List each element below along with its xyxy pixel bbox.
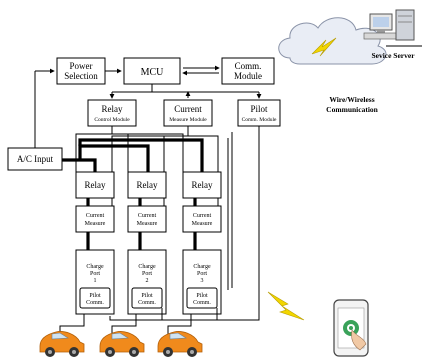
pilot-comm-box-1 xyxy=(79,287,111,309)
comm-module-box xyxy=(221,57,275,85)
channel-1: Relay Current Measure Charge Port 1 Pilo… xyxy=(75,171,115,315)
charge-port-label-1b: Port xyxy=(90,271,100,277)
current-measure-module-label-2: Measure Module xyxy=(169,117,207,123)
pilot-comm-label-1a: Pilot xyxy=(89,293,101,299)
charge-port-label-3c: 3 xyxy=(201,278,204,284)
power-selection-label-1: Power xyxy=(70,61,93,71)
pilot-comm-label-1b: Comm. xyxy=(86,300,104,306)
current-measure-box-1 xyxy=(75,205,115,233)
relay-ctrl-line-1 xyxy=(75,126,113,186)
power-bus-2 xyxy=(78,144,150,172)
car-icon xyxy=(99,331,145,357)
computer-icon xyxy=(363,13,397,40)
relay-label-3: Relay xyxy=(192,180,213,190)
charge-port-label-3a: Charge xyxy=(193,264,211,270)
smartphone-icon xyxy=(333,299,369,357)
charge-port-label-2b: Port xyxy=(142,271,152,277)
relay-box-3 xyxy=(182,171,222,199)
pilot-comm-label-3b: Comm. xyxy=(193,300,211,306)
channel-3: Relay Current Measure Charge Port 3 Pilo… xyxy=(182,171,222,315)
charge-port-label-2c: 2 xyxy=(146,278,149,284)
pilot-bottom-bus xyxy=(109,316,260,321)
comm-module-label-2: Module xyxy=(234,71,262,81)
mcu-label: MCU xyxy=(141,67,165,78)
cable-3 xyxy=(167,314,192,334)
comm-module-label-1: Comm. xyxy=(235,61,262,71)
relay-ctrl-line-3 xyxy=(128,133,184,178)
current-measure-label-2a: Current xyxy=(138,213,157,219)
pilot-comm-label-2a: Pilot xyxy=(141,293,153,299)
wire-wireless-label-line1: Wire/Wireless xyxy=(329,95,374,104)
channel-2: Relay Current Measure Charge Port 2 Pilo… xyxy=(127,171,167,315)
current-measure-box-3 xyxy=(182,205,222,233)
current-measure-label-2b: Measure xyxy=(137,221,158,227)
current-measure-label-3a: Current xyxy=(193,213,212,219)
relay-box-1 xyxy=(75,171,115,199)
relay-box-2 xyxy=(127,171,167,199)
charge-port-label-1c: 1 xyxy=(94,278,97,284)
charge-port-label-1a: Charge xyxy=(86,264,104,270)
relay-control-module-box xyxy=(87,99,137,127)
cable-2 xyxy=(111,314,137,334)
pilot-comm-label-1: Pilot xyxy=(250,104,268,114)
power-bus-1 xyxy=(62,158,97,172)
power-bus-3 xyxy=(78,138,204,172)
ac-input-label: A/C Input xyxy=(17,154,54,164)
cable-1 xyxy=(59,314,85,334)
car-icon xyxy=(39,331,85,357)
relay-control-label-1: Relay xyxy=(102,104,123,114)
power-selection-box xyxy=(56,57,106,85)
relay-label-1: Relay xyxy=(85,180,106,190)
pilot-comm-label-3a: Pilot xyxy=(196,293,208,299)
current-measure-module-box xyxy=(163,99,213,127)
power-selection-label-2: Selection xyxy=(64,71,98,81)
relay-label-2: Relay xyxy=(137,180,158,190)
wire-wireless-label-line2: Communication xyxy=(326,105,378,114)
current-measure-box-2 xyxy=(127,205,167,233)
car-icon xyxy=(157,331,203,357)
pilot-comm-module-box xyxy=(237,99,281,127)
current-measure-module-label-1: Current xyxy=(174,104,202,114)
service-server-label: Sevice Server xyxy=(371,51,415,60)
pilot-comm-label-2: Comm. Module xyxy=(242,117,277,123)
relay-control-label-2: Control Module xyxy=(94,117,130,123)
current-measure-label-1a: Current xyxy=(86,213,105,219)
pilot-comm-box-2 xyxy=(131,287,163,309)
lightning-icon xyxy=(311,37,337,57)
lightning-icon xyxy=(267,291,305,321)
current-measure-label-3b: Measure xyxy=(192,221,213,227)
server-icon xyxy=(395,9,415,41)
pilot-comm-label-2b: Comm. xyxy=(138,300,156,306)
charge-port-label-2a: Charge xyxy=(138,264,156,270)
pilot-comm-box-3 xyxy=(186,287,218,309)
mcu-box xyxy=(123,57,181,85)
current-measure-label-1b: Measure xyxy=(85,221,106,227)
charge-port-label-3b: Port xyxy=(197,271,207,277)
